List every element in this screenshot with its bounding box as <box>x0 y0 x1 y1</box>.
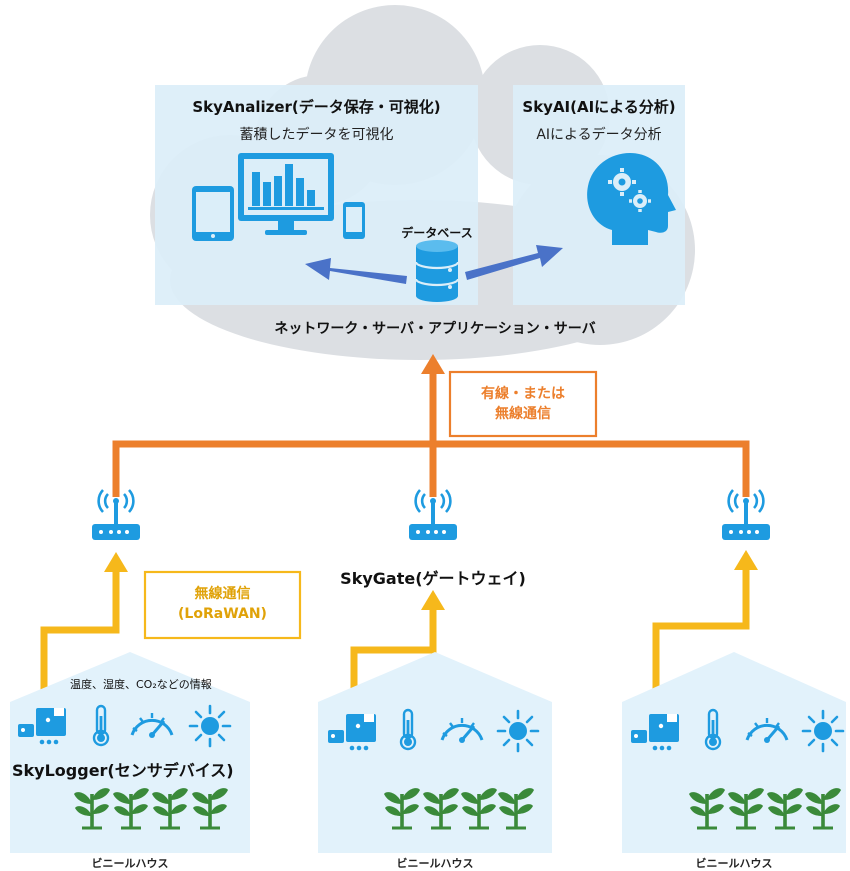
uplink-arrowhead <box>421 354 445 374</box>
router-icon <box>407 488 459 542</box>
ai-subtitle: AIによるデータ分析 <box>536 127 662 143</box>
router-icon <box>720 488 772 542</box>
arrow-to-ai <box>465 245 563 280</box>
gateway-label: SkyGate(ゲートウェイ) <box>340 569 526 588</box>
router-icon <box>90 488 142 542</box>
sensor-info: 温度、湿度、CO₂などの情報 <box>70 678 212 691</box>
smartphone-icon <box>343 202 365 239</box>
logger-label: SkyLogger(センサデバイス) <box>12 761 234 780</box>
ai-head-icon <box>587 153 676 245</box>
house-label-2: ビニールハウス <box>396 857 474 870</box>
wireless-arrowhead <box>734 550 758 570</box>
house-label-3: ビニールハウス <box>695 857 773 870</box>
analyzer-subtitle: 蓄積したデータを可視化 <box>239 127 394 143</box>
tablet-icon <box>192 186 234 241</box>
wired-box-text: 有線・または 無線通信 <box>450 384 596 424</box>
sun-icon <box>801 709 845 753</box>
wired-box-line1: 有線・または <box>481 386 565 402</box>
sun-icon <box>188 704 232 748</box>
lora-box-line1: 無線通信 <box>194 586 251 602</box>
lora-box-line2: (LoRaWAN) <box>178 606 267 622</box>
arrow-to-analyzer <box>305 258 407 284</box>
wired-box-line2: 無線通信 <box>495 406 551 422</box>
analyzer-title: SkyAnalizer(データ保存・可視化) <box>192 98 441 116</box>
wireless-connection <box>40 568 750 716</box>
monitor-chart-icon <box>238 153 334 235</box>
lora-box <box>143 570 302 640</box>
wired-box <box>448 370 598 438</box>
greenhouse-2 <box>318 652 552 853</box>
database-label: データベース <box>401 226 473 240</box>
greenhouse-1 <box>10 652 250 853</box>
house-label-1: ビニールハウス <box>91 857 169 870</box>
greenhouse-3 <box>622 652 846 853</box>
database-icon <box>414 240 460 302</box>
wireless-arrowhead <box>421 590 445 610</box>
wired-connection <box>112 372 750 497</box>
sun-icon <box>496 709 540 753</box>
server-label: ネットワーク・サーバ・アプリケーション・サーバ <box>274 321 596 337</box>
lora-box-text: 無線通信 (LoRaWAN) <box>145 584 300 624</box>
ai-title: SkyAI(AIによる分析) <box>522 98 676 116</box>
wireless-arrowhead <box>104 552 128 572</box>
